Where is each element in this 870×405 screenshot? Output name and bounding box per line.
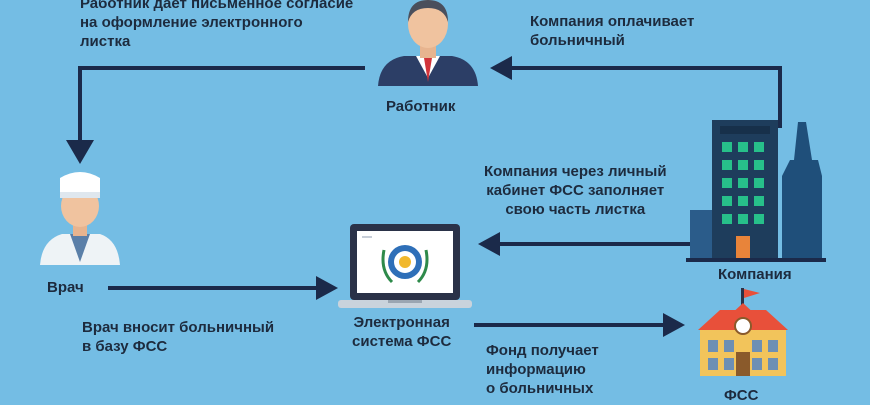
edge-company-to-worker-label: Компания оплачивает больничный — [530, 12, 694, 50]
arrow-company-to-worker — [490, 56, 782, 128]
node-system-label-line1: Электронная — [353, 314, 450, 331]
edge-doctor-to-system-line2: в базу ФСС — [82, 338, 168, 355]
edge-worker-to-doctor-label: Работник дает письменное согласие на офо… — [80, 0, 353, 51]
edge-company-to-worker-line2: больничный — [530, 32, 625, 49]
edge-worker-to-doctor-line3: листка — [80, 33, 131, 50]
worker-icon — [378, 0, 478, 86]
node-system-label-line2: система ФСС — [352, 333, 452, 350]
company-buildings-icon — [686, 120, 826, 262]
edge-system-to-fss-line1: Фонд получает — [486, 342, 599, 359]
arrow-system-to-fss — [474, 313, 685, 337]
edge-company-to-system-line1: Компания через личный — [484, 163, 667, 180]
arrow-doctor-to-system — [108, 276, 338, 300]
fss-building-icon — [698, 288, 788, 376]
edge-company-to-system-line3: свою часть листка — [505, 201, 646, 218]
edge-company-to-system-label: Компания через личный кабинет ФСС заполн… — [484, 162, 667, 219]
edge-system-to-fss-label: Фонд получает информацию о больничных — [486, 341, 599, 398]
arrow-company-to-system — [478, 232, 690, 256]
edge-worker-to-doctor-line1: Работник дает письменное согласие — [80, 0, 354, 12]
arrow-worker-to-doctor — [66, 66, 365, 164]
edge-company-to-system-line2: кабинет ФСС заполняет — [486, 182, 665, 199]
edge-system-to-fss-line2: информацию — [486, 361, 586, 378]
node-worker-label: Работник — [386, 98, 456, 115]
doctor-icon — [40, 172, 120, 265]
laptop-fss-icon — [338, 224, 472, 308]
edge-worker-to-doctor-line2: на оформление электронного — [80, 14, 303, 31]
edge-company-to-worker-line1: Компания оплачивает — [530, 13, 695, 30]
edge-doctor-to-system-line1: Врач вносит больничный — [82, 319, 275, 336]
node-fss-label: ФСС — [724, 387, 759, 404]
edge-system-to-fss-line3: о больничных — [486, 380, 594, 397]
node-doctor-label: Врач — [47, 279, 84, 296]
node-company-label: Компания — [718, 266, 792, 283]
edge-doctor-to-system-label: Врач вносит больничный в базу ФСС — [82, 318, 274, 356]
node-system-label: Электронная система ФСС — [352, 313, 451, 351]
